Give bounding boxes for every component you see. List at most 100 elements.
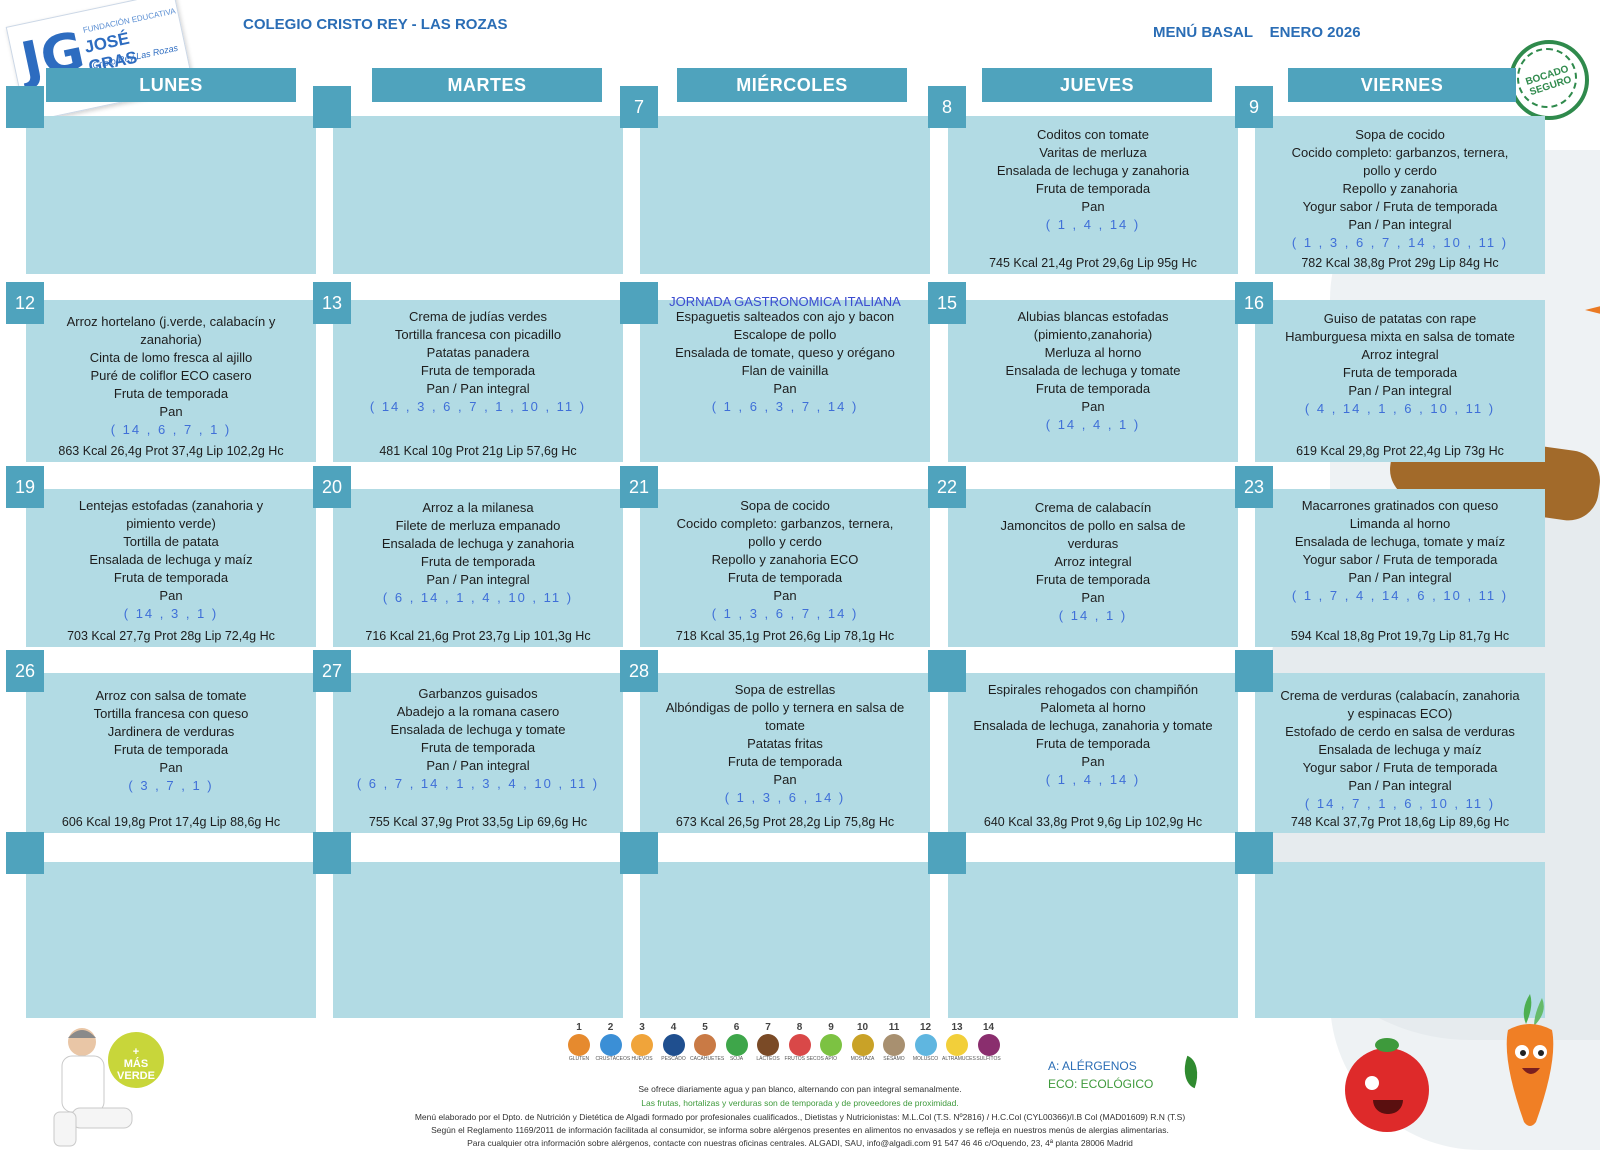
nutrition-info: 673 Kcal 26,5g Prot 28,2g Lip 75,8g Hc	[675, 815, 895, 829]
allergen-name: SOJA	[729, 1056, 744, 1062]
nutrition-info: 745 Kcal 21,4g Prot 29,6g Lip 95g Hc	[989, 256, 1197, 270]
menu-type: MENÚ BASAL	[1153, 24, 1253, 41]
allergen-name: GLUTEN	[568, 1056, 590, 1062]
day-number	[620, 282, 658, 324]
dish-line: Espirales rehogados con champiñón	[987, 682, 1199, 697]
dish-line: Pan / Pan integral	[1348, 570, 1452, 585]
allergen-number: 9	[828, 1022, 834, 1033]
dish-line: Ensalada de lechuga, tomate y maíz	[1294, 534, 1506, 549]
day-number: 16	[1235, 282, 1273, 324]
dish-line: pollo y cerdo	[1363, 163, 1437, 178]
dish-line: Pan	[1081, 590, 1105, 605]
day-number	[928, 650, 966, 692]
dish-line: Cinta de lomo fresca al ajillo	[89, 350, 253, 365]
dish-line: Jamoncitos de pollo en salsa de	[1000, 518, 1186, 533]
dish-line: Cocido completo: garbanzos, ternera,	[1291, 145, 1509, 160]
footer-bread-note: Se ofrece diariamente agua y pan blanco,…	[638, 1084, 962, 1094]
dish-line: Arroz integral	[1054, 554, 1132, 569]
allergen-codes: ( 1 , 3 , 6 , 7 , 14 , 10 , 11 )	[1291, 235, 1509, 250]
allergen-codes: ( 14 , 4 , 1 )	[1045, 417, 1141, 432]
dish-line: Arroz con salsa de tomate	[95, 688, 247, 703]
menu-month: ENERO 2026	[1269, 24, 1361, 41]
footer-nutrition-note: Menú elaborado por el Dpto. de Nutrición…	[414, 1112, 1186, 1122]
allergen-icon	[914, 1034, 937, 1056]
footer-contact-note: Para cualquier otra información sobre al…	[467, 1138, 1133, 1148]
day-cell	[640, 862, 930, 1018]
footer-regulation-note: Según el Reglamento 1169/2011 de informa…	[431, 1125, 1169, 1135]
allergen-code: A: ALÉRGENOS	[1048, 1059, 1137, 1073]
event-title: JORNADA GASTRONOMICA ITALIANA	[669, 294, 901, 309]
day-number: 28	[620, 650, 658, 692]
day-cell: Alubias blancas estofadas(pimiento,zanah…	[948, 300, 1238, 462]
dish-line: Tortilla de patata	[123, 534, 219, 549]
seal-ring	[1517, 48, 1577, 108]
day-header-3: MIÉRCOLES	[677, 68, 907, 102]
dish-line: pollo y cerdo	[748, 534, 822, 549]
dish-line: Coditos con tomate	[1036, 127, 1149, 142]
day-cell	[26, 116, 316, 274]
allergen-name: PESCADO	[661, 1056, 686, 1062]
allergen-number: 6	[733, 1022, 740, 1033]
dish-line: Albóndigas de pollo y ternera en salsa d…	[665, 700, 905, 715]
allergen-name: CACAHUETES	[690, 1056, 725, 1062]
day-number: 23	[1235, 466, 1273, 508]
badge-mas: MÁS	[123, 1058, 149, 1070]
allergen-number: 1	[576, 1022, 582, 1033]
allergen-name: SÉSAMO	[883, 1056, 905, 1062]
nutrition-info: 748 Kcal 37,7g Prot 18,6g Lip 89,6g Hc	[1290, 815, 1510, 829]
dish-line: Fruta de temporada	[1035, 736, 1151, 751]
allergen-codes: ( 1 , 4 , 14 )	[1045, 217, 1141, 232]
day-number	[928, 832, 966, 874]
nutrition-info: 718 Kcal 35,1g Prot 26,6g Lip 78,1g Hc	[675, 629, 895, 643]
dish-line: Arroz a la milanesa	[422, 500, 534, 515]
allergen-number: 8	[796, 1022, 803, 1033]
allergen-number: 14	[982, 1022, 995, 1033]
dish-line: Pan / Pan integral	[426, 758, 530, 773]
dish-line: Ensalada de lechuga y zanahoria	[996, 163, 1190, 178]
allergen-codes: ( 14 , 3 , 1 )	[123, 606, 219, 621]
day-number: 12	[6, 282, 44, 324]
dish-line: Estofado de cerdo en salsa de verduras	[1285, 724, 1515, 739]
dish-line: Pan / Pan integral	[1348, 778, 1452, 793]
day-number	[313, 86, 351, 128]
nutrition-info: 640 Kcal 33,8g Prot 9,6g Lip 102,9g Hc	[983, 815, 1203, 829]
allergen-icon	[820, 1034, 842, 1056]
dish-line: Abadejo a la romana casero	[396, 704, 560, 719]
dish-line: Lentejas estofadas (zanahoria y	[78, 498, 264, 513]
dish-line: Espaguetis salteados con ajo y bacon	[675, 309, 895, 324]
day-number	[1235, 650, 1273, 692]
dish-line: Cocido completo: garbanzos, ternera,	[676, 516, 894, 531]
day-number: 7	[620, 86, 658, 128]
dish-line: Ensalada de lechuga, zanahoria y tomate	[973, 718, 1213, 733]
day-cell	[948, 862, 1238, 1018]
dish-line: Fruta de temporada	[113, 742, 229, 757]
allergen-name: LÁCTEOS	[756, 1056, 780, 1062]
dish-line: Garbanzos guisados	[418, 686, 538, 701]
allergen-codes: ( 1 , 7 , 4 , 14 , 6 , 10 , 11 )	[1291, 588, 1509, 603]
day-header-4: JUEVES	[982, 68, 1212, 102]
nutrition-info: 782 Kcal 38,8g Prot 29g Lip 84g Hc	[1301, 256, 1499, 270]
nutrition-info: 863 Kcal 26,4g Prot 37,4g Lip 102,2g Hc	[58, 444, 284, 458]
allergen-number: 7	[765, 1022, 771, 1033]
dish-line: Fruta de temporada	[420, 740, 536, 755]
